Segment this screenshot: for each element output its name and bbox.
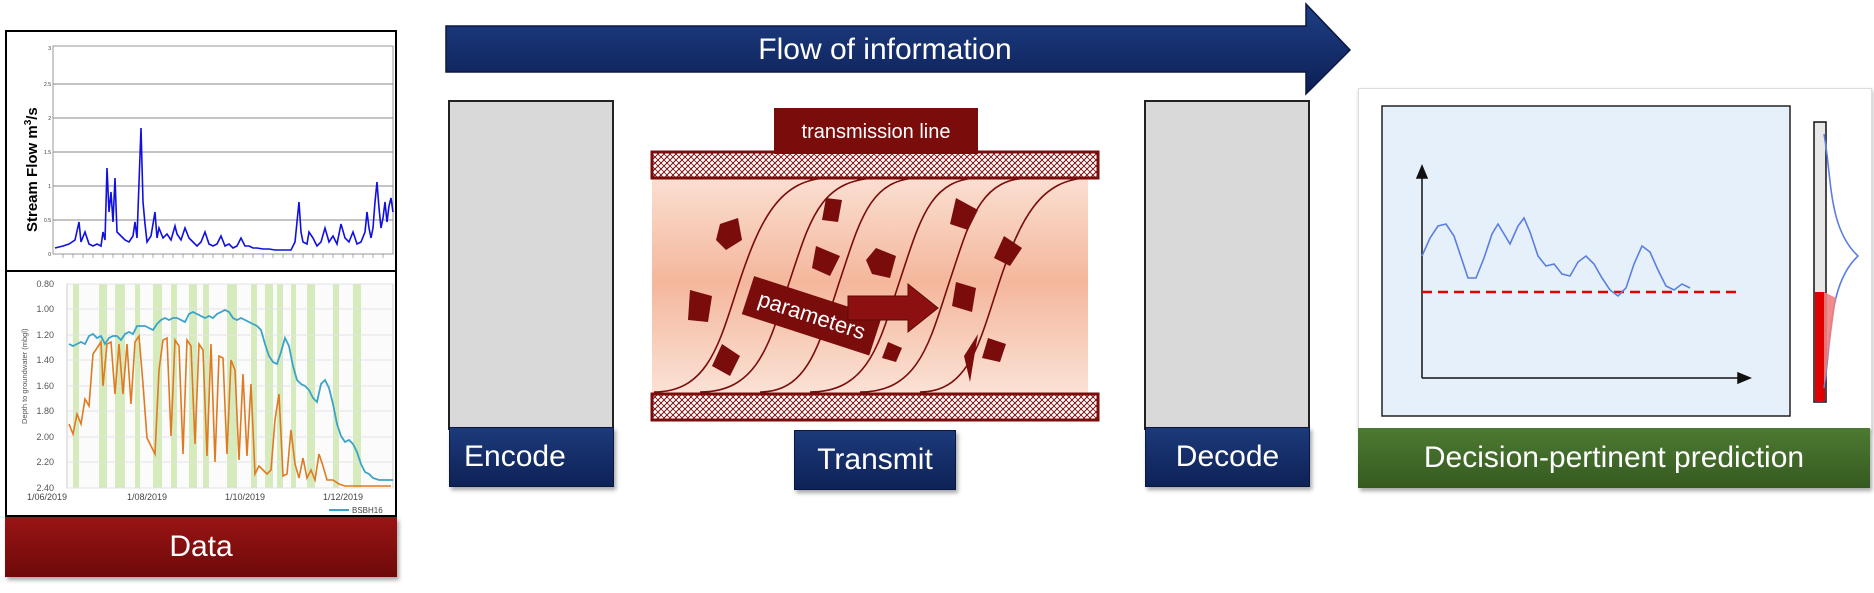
forward-arrow-icon bbox=[847, 282, 939, 334]
transmission-line-label: transmission line bbox=[802, 121, 951, 143]
prediction-gauge-fill bbox=[1815, 292, 1825, 401]
ytick-label: 1.20 bbox=[36, 330, 54, 340]
prediction-distribution-tail bbox=[1824, 292, 1836, 388]
ytick-label: 1.80 bbox=[36, 406, 54, 416]
flow-arrow-shape bbox=[445, 2, 1352, 96]
ytick-label: 2 bbox=[48, 116, 51, 122]
streamflow-ylabel: Stream Flow m3/s bbox=[23, 107, 41, 232]
xtick-label: 1/08/2019 bbox=[127, 492, 167, 502]
ytick-label: 3 bbox=[48, 46, 51, 52]
ytick-label: 1.5 bbox=[44, 150, 51, 156]
transmission-curves bbox=[653, 177, 1091, 393]
xtick-label: 1/06/2019 bbox=[27, 492, 67, 502]
ytick-label: 2.00 bbox=[36, 432, 54, 442]
streamflow-series bbox=[54, 127, 394, 251]
data-label: Data bbox=[5, 517, 397, 577]
ytick-label: 2.20 bbox=[36, 457, 54, 467]
groundwater-chart: 0.80 1.00 1.20 1.40 1.60 1.80 2.00 2.20 … bbox=[20, 279, 394, 515]
streamflow-yticks: 0 0.5 1 1.5 2 2.5 3 bbox=[44, 46, 51, 258]
data-panel: 0 0.5 1 1.5 2 2.5 3 Stream Flow m3/s bbox=[5, 30, 397, 517]
legend-label: BSBH16 bbox=[352, 506, 383, 515]
transmission-line-label-box bbox=[774, 108, 978, 154]
streamflow-gridlines bbox=[53, 83, 393, 221]
ytick-label: 1.00 bbox=[36, 304, 54, 314]
prediction-axes bbox=[1415, 164, 1752, 385]
groundwater-xticks: 1/06/2019 1/08/2019 1/10/2019 1/12/2019 bbox=[27, 492, 363, 502]
ytick-label: 2.40 bbox=[36, 483, 54, 493]
ytick-label: 1.40 bbox=[36, 355, 54, 365]
transmission-top-wall bbox=[650, 150, 1100, 180]
groundwater-series-orange bbox=[68, 333, 391, 487]
parameter-fragments bbox=[688, 198, 1022, 382]
groundwater-yticks: 0.80 1.00 1.20 1.40 1.60 1.80 2.00 2.20 … bbox=[36, 279, 54, 493]
xtick-label: 1/10/2019 bbox=[225, 492, 265, 502]
streamflow-xticks bbox=[62, 254, 384, 258]
ytick-label: 1 bbox=[48, 184, 51, 190]
groundwater-gridlines bbox=[67, 283, 393, 489]
streamflow-chart: 0 0.5 1 1.5 2 2.5 3 Stream Flow m3/s bbox=[23, 45, 394, 258]
encode-panel bbox=[448, 100, 614, 430]
encode-label: Encode bbox=[449, 427, 614, 487]
ytick-label: 0 bbox=[48, 252, 51, 258]
transmission-line-diagram: parameters transmission line bbox=[650, 108, 1100, 422]
prediction-series bbox=[1421, 216, 1691, 298]
xtick-label: 1/12/2019 bbox=[323, 492, 363, 502]
prediction-plot-area bbox=[1381, 105, 1791, 417]
ytick-label: 0.80 bbox=[36, 279, 54, 289]
groundwater-series-blue bbox=[68, 308, 393, 481]
ytick-label: 1.60 bbox=[36, 381, 54, 391]
ytick-label: 2.5 bbox=[44, 82, 51, 88]
flow-arrow-label: Flow of information bbox=[758, 33, 1011, 66]
prediction-diagram bbox=[1381, 105, 1860, 417]
ytick-label: 0.5 bbox=[44, 218, 51, 224]
prediction-label: Decision-pertinent prediction bbox=[1358, 428, 1870, 488]
flow-of-information-arrow: Flow of information bbox=[445, 2, 1352, 96]
transmit-label: Transmit bbox=[794, 430, 956, 490]
transmission-bottom-wall bbox=[650, 392, 1100, 422]
prediction-distribution-curve bbox=[1823, 133, 1860, 389]
decode-panel bbox=[1144, 100, 1310, 430]
decode-label: Decode bbox=[1145, 427, 1310, 487]
chart-divider bbox=[7, 270, 395, 272]
groundwater-ylabel: Depth to groundwater (mbgl) bbox=[20, 328, 29, 424]
